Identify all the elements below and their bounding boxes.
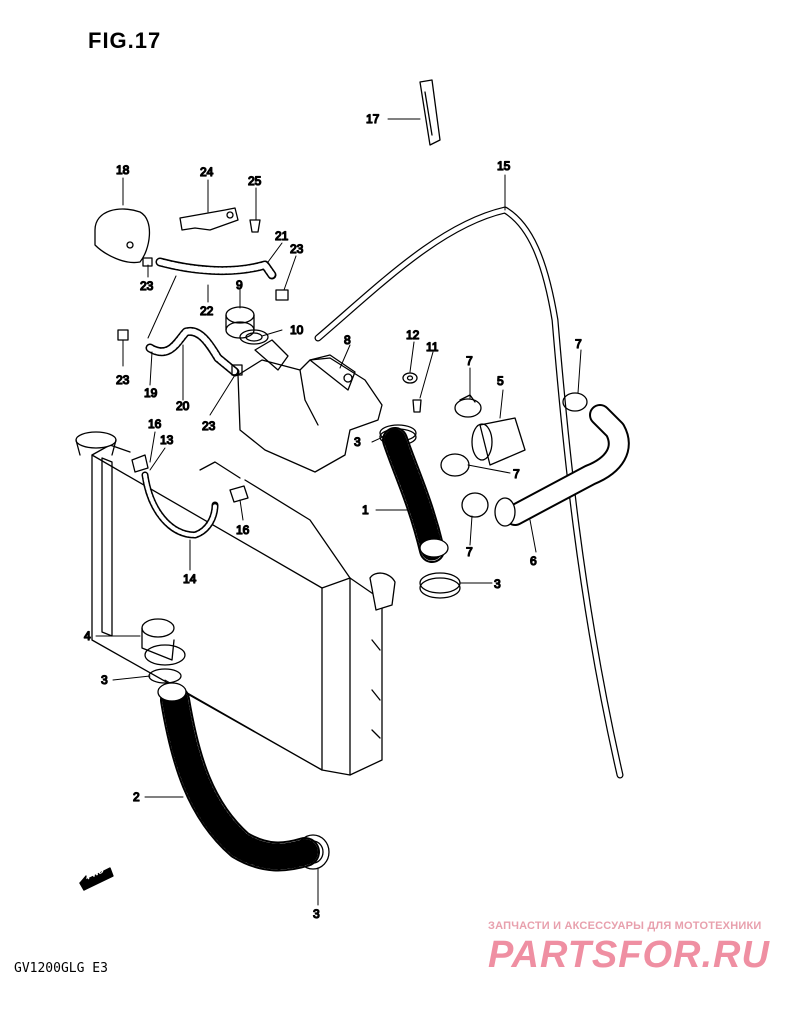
callout-17: 17 bbox=[366, 112, 380, 126]
callout-24: 24 bbox=[200, 165, 214, 179]
leader-lines bbox=[95, 118, 582, 906]
radiator-filler-neck[interactable] bbox=[75, 431, 117, 456]
hose-clamp-3-a[interactable] bbox=[379, 424, 417, 446]
callout-18: 18 bbox=[116, 163, 130, 177]
callout-3-d: 3 bbox=[313, 907, 320, 921]
reservoir-bolt[interactable] bbox=[412, 399, 422, 413]
callout-9: 9 bbox=[236, 278, 243, 292]
breather-hose-upper[interactable] bbox=[155, 257, 277, 280]
hose-clamp-3-d[interactable] bbox=[296, 834, 330, 870]
callout-20: 20 bbox=[176, 399, 190, 413]
hose-clamp-3-b[interactable] bbox=[419, 572, 461, 599]
callout-12: 12 bbox=[406, 328, 420, 342]
clip-16-a[interactable] bbox=[131, 454, 149, 473]
clamp-23-b[interactable] bbox=[117, 329, 129, 341]
callout-7-a: 7 bbox=[466, 354, 473, 368]
callout-8: 8 bbox=[344, 333, 351, 347]
fwd-arrow-icon bbox=[79, 867, 114, 891]
breather-hose-14[interactable] bbox=[141, 471, 219, 539]
callout-21: 21 bbox=[275, 229, 289, 243]
callout-19: 19 bbox=[144, 386, 158, 400]
hose-clamp-7-a[interactable] bbox=[454, 394, 482, 418]
callout-10: 10 bbox=[290, 323, 304, 337]
hose-6[interactable] bbox=[494, 404, 630, 527]
callout-1: 1 bbox=[362, 503, 369, 517]
callout-3-a: 3 bbox=[354, 435, 361, 449]
callout-3-c: 3 bbox=[101, 673, 108, 687]
hose-5[interactable] bbox=[471, 417, 526, 466]
callouts: 17 15 18 24 25 21 23 23 9 22 10 12 8 11 … bbox=[83, 111, 582, 921]
callout-11: 11 bbox=[426, 340, 439, 354]
tube-clip[interactable] bbox=[419, 79, 441, 146]
bolt[interactable] bbox=[249, 219, 261, 233]
cover[interactable] bbox=[94, 208, 151, 264]
hose-clamp-7-b[interactable] bbox=[440, 453, 470, 477]
callout-23-d: 23 bbox=[290, 242, 304, 256]
callout-23-a: 23 bbox=[140, 279, 154, 293]
callout-13: 13 bbox=[160, 433, 174, 447]
callout-7-c: 7 bbox=[466, 545, 473, 559]
callout-14: 14 bbox=[183, 572, 197, 586]
bracket[interactable] bbox=[179, 207, 239, 231]
callout-6: 6 bbox=[530, 554, 537, 568]
washer[interactable] bbox=[402, 372, 418, 384]
callout-3-b: 3 bbox=[494, 577, 501, 591]
clip-16-b[interactable] bbox=[229, 485, 249, 503]
callout-16-b: 16 bbox=[236, 523, 250, 537]
callout-4: 4 bbox=[84, 629, 91, 643]
callout-22: 22 bbox=[200, 304, 214, 318]
hose-clamp-7-c[interactable] bbox=[461, 492, 489, 518]
radiator-hose-2[interactable] bbox=[157, 682, 320, 872]
callout-2: 2 bbox=[133, 790, 140, 804]
callout-5: 5 bbox=[497, 374, 504, 388]
reservoir-tank[interactable] bbox=[237, 339, 383, 473]
watermark-tagline: ЗАПЧАСТИ И АКСЕССУАРЫ ДЛЯ МОТОТЕХНИКИ bbox=[488, 920, 762, 932]
figure-title: FIG.17 bbox=[88, 28, 162, 53]
radiator[interactable] bbox=[91, 444, 383, 776]
outlet-fitting[interactable] bbox=[141, 618, 186, 666]
callout-7-d: 7 bbox=[575, 337, 582, 351]
watermark-logo[interactable]: PARTSFOR.RU bbox=[488, 934, 770, 976]
callout-15: 15 bbox=[497, 159, 511, 173]
clamp-23-c[interactable] bbox=[231, 364, 243, 376]
radiator-hose-1[interactable] bbox=[382, 427, 449, 563]
overflow-tube[interactable] bbox=[314, 206, 624, 779]
callout-25: 25 bbox=[248, 174, 262, 188]
radiator-inlet[interactable] bbox=[369, 572, 396, 611]
cap-seal[interactable] bbox=[239, 329, 269, 345]
breather-hose-lower[interactable] bbox=[145, 326, 240, 377]
callout-23-b: 23 bbox=[116, 373, 130, 387]
model-code: GV1200GLG E3 bbox=[14, 961, 108, 976]
callout-7-b: 7 bbox=[513, 467, 520, 481]
hose-clamp-7-d[interactable] bbox=[562, 392, 588, 412]
clamp-23-d[interactable] bbox=[275, 289, 289, 301]
clamp-23-a[interactable] bbox=[142, 257, 153, 267]
callout-23-c: 23 bbox=[202, 419, 216, 433]
callout-16-a: 16 bbox=[148, 417, 162, 431]
